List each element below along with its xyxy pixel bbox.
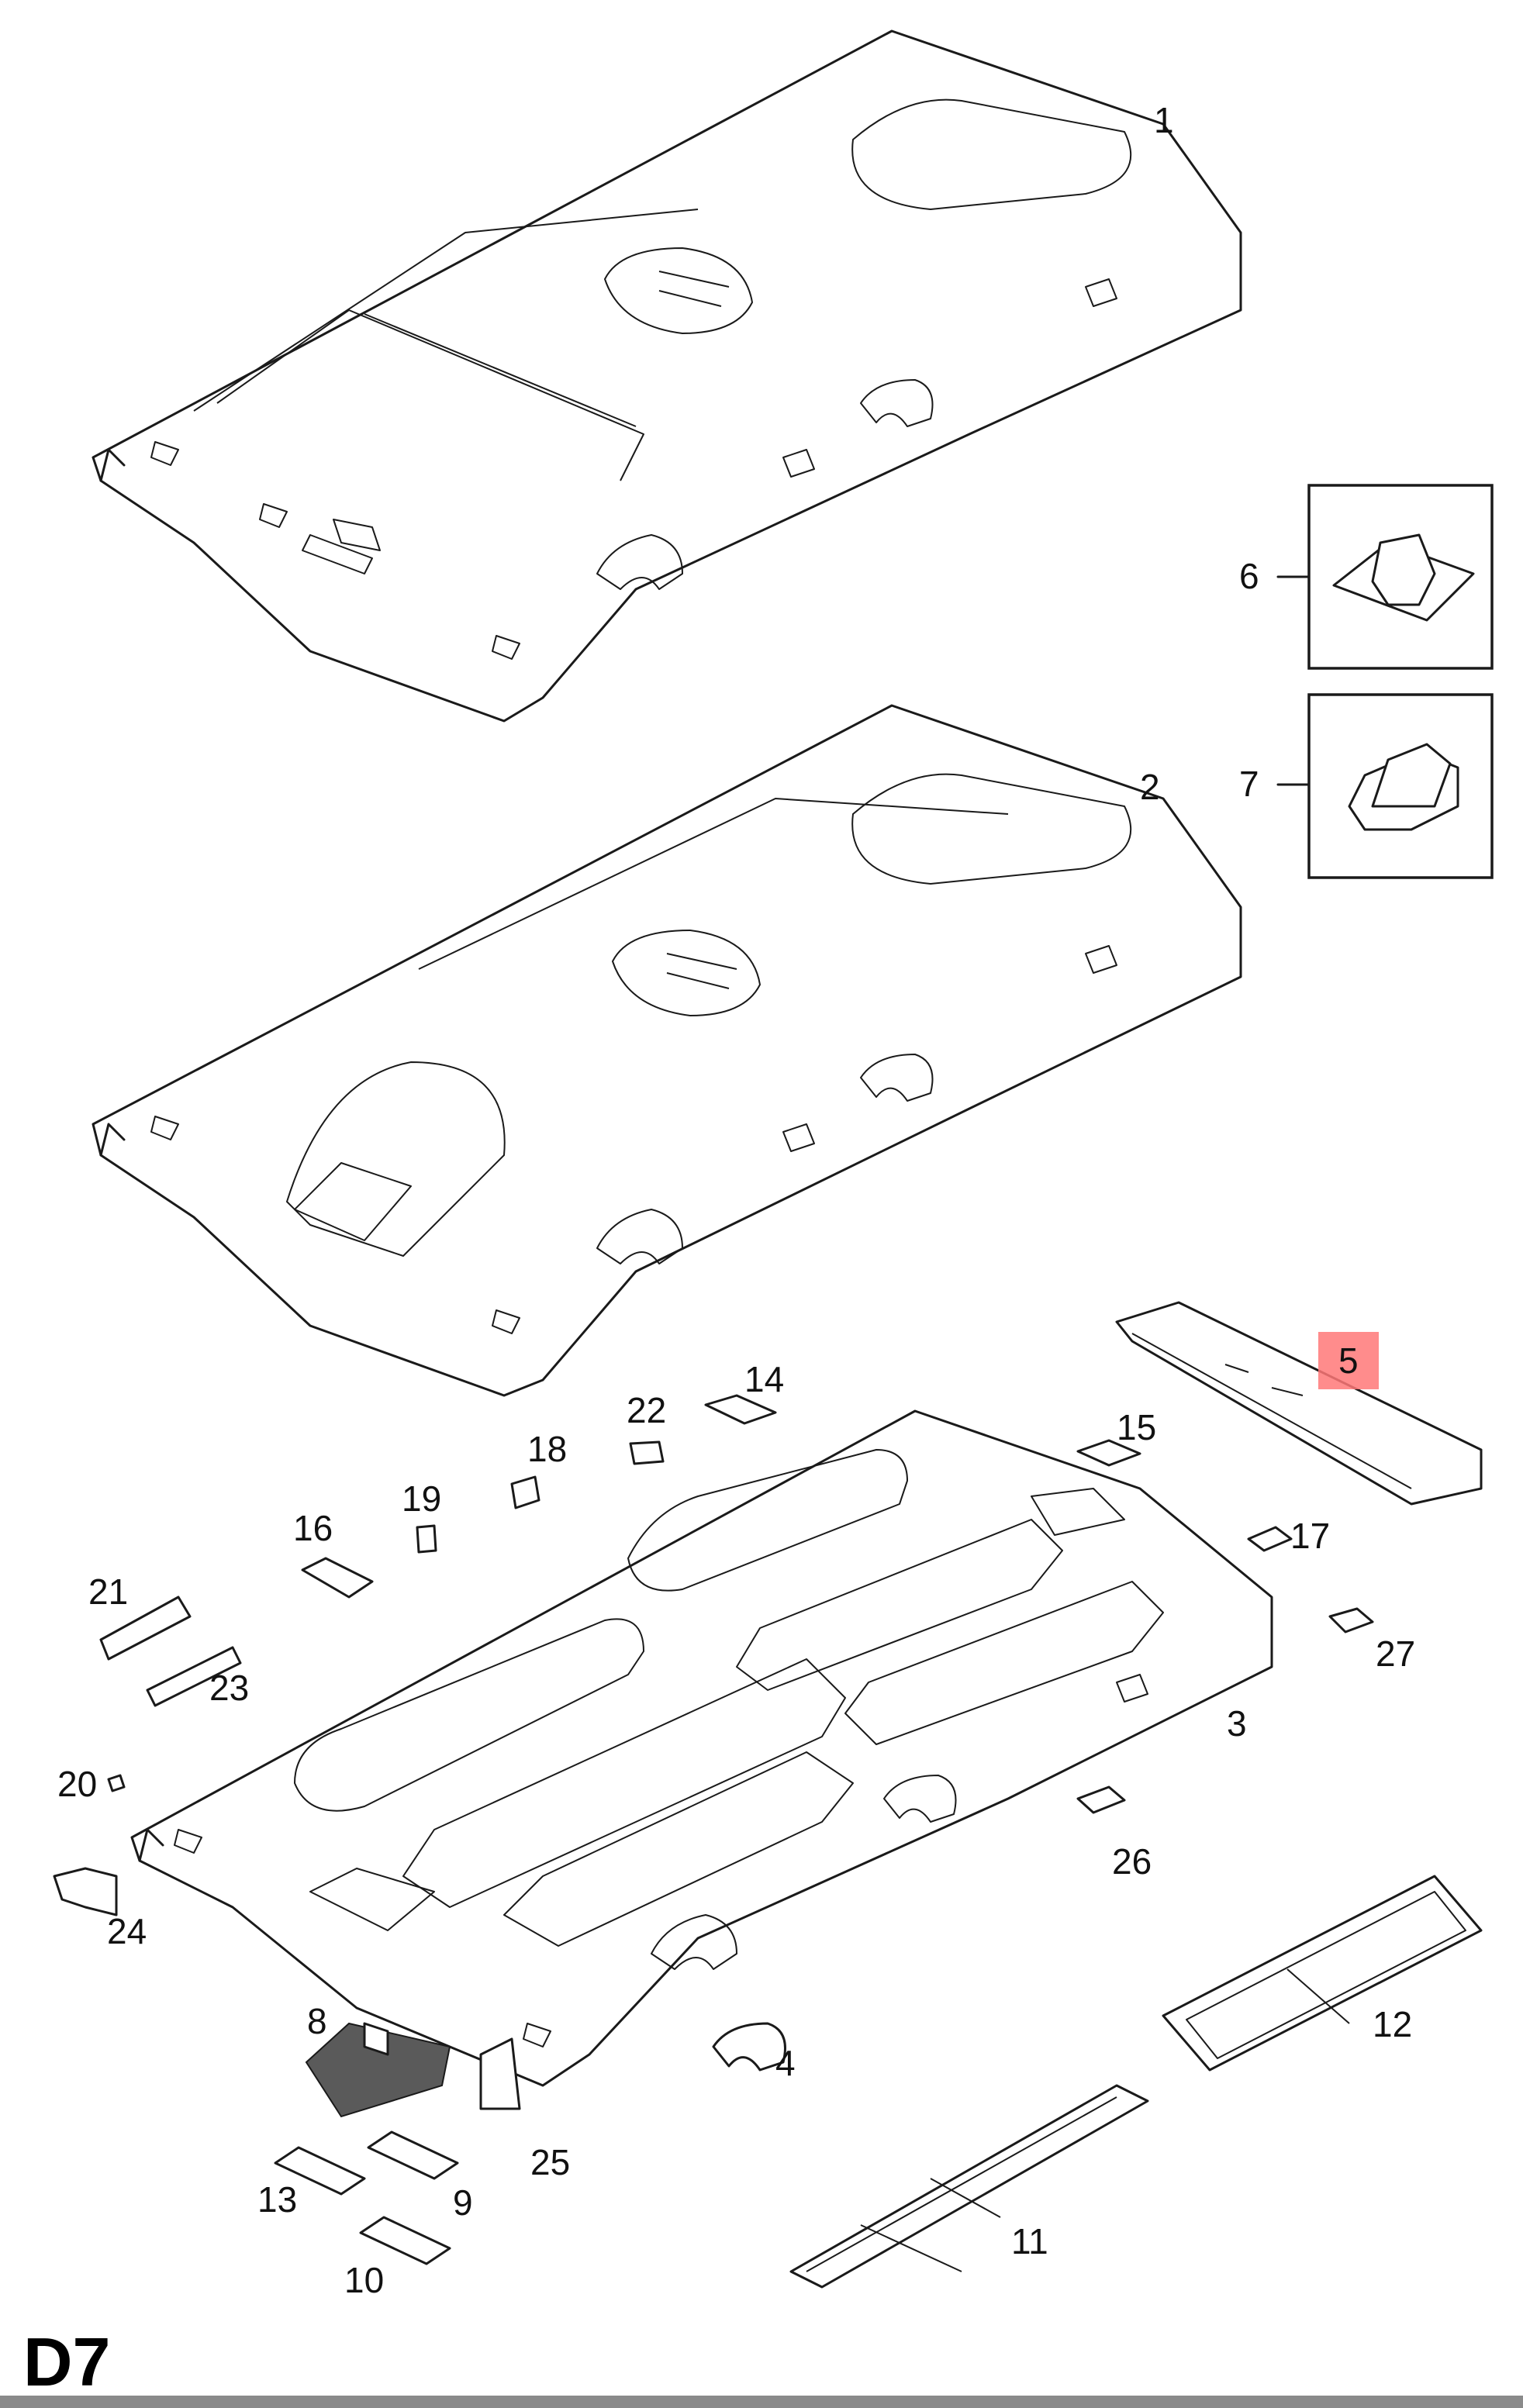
callout-13: 13 [257,2179,298,2220]
callout-6: 6 [1239,556,1259,596]
frame-part-11 [789,2084,1149,2289]
callout-4: 4 [775,2043,796,2083]
callout-9: 9 [453,2182,473,2223]
callout-21: 21 [88,1571,129,1612]
clip-part-6-box [1276,484,1494,670]
headliner-part-1 [92,29,1242,723]
trim-strip-part-5 [1115,1301,1483,1506]
callout-15: 15 [1117,1407,1157,1447]
callout-23: 23 [209,1668,250,1708]
callout-1: 1 [1154,100,1174,140]
page-label: D7 [23,2323,111,2400]
clip-part-7-box [1276,693,1494,879]
frame-part-12 [1162,1875,1483,2072]
lens-parts [274,2130,459,2265]
callout-25: 25 [530,2142,571,2182]
callout-19: 19 [402,1478,442,1519]
small-parts [53,1394,1374,2110]
callout-26: 26 [1112,1841,1152,1882]
callout-8: 8 [307,2001,327,2041]
callout-12: 12 [1373,2004,1413,2044]
callout-17: 17 [1290,1516,1331,1556]
callout-20: 20 [57,1764,98,1804]
callout-27: 27 [1376,1634,1416,1674]
callout-5: 5 [1318,1332,1379,1389]
dome-light-part-8 [305,2022,451,2118]
callout-24: 24 [107,1911,147,1951]
callout-10: 10 [344,2260,385,2300]
headliner-part-3 [130,1409,1273,2087]
headliner-part-2 [92,704,1242,1397]
callout-3: 3 [1227,1703,1247,1744]
callout-7: 7 [1239,764,1259,804]
callout-11: 11 [1011,2221,1048,2261]
callout-16: 16 [293,1508,333,1548]
callout-14: 14 [744,1359,785,1399]
callout-18: 18 [527,1429,568,1469]
callout-22: 22 [627,1390,667,1430]
callout-2: 2 [1140,767,1160,807]
bottom-bar [0,2396,1523,2408]
